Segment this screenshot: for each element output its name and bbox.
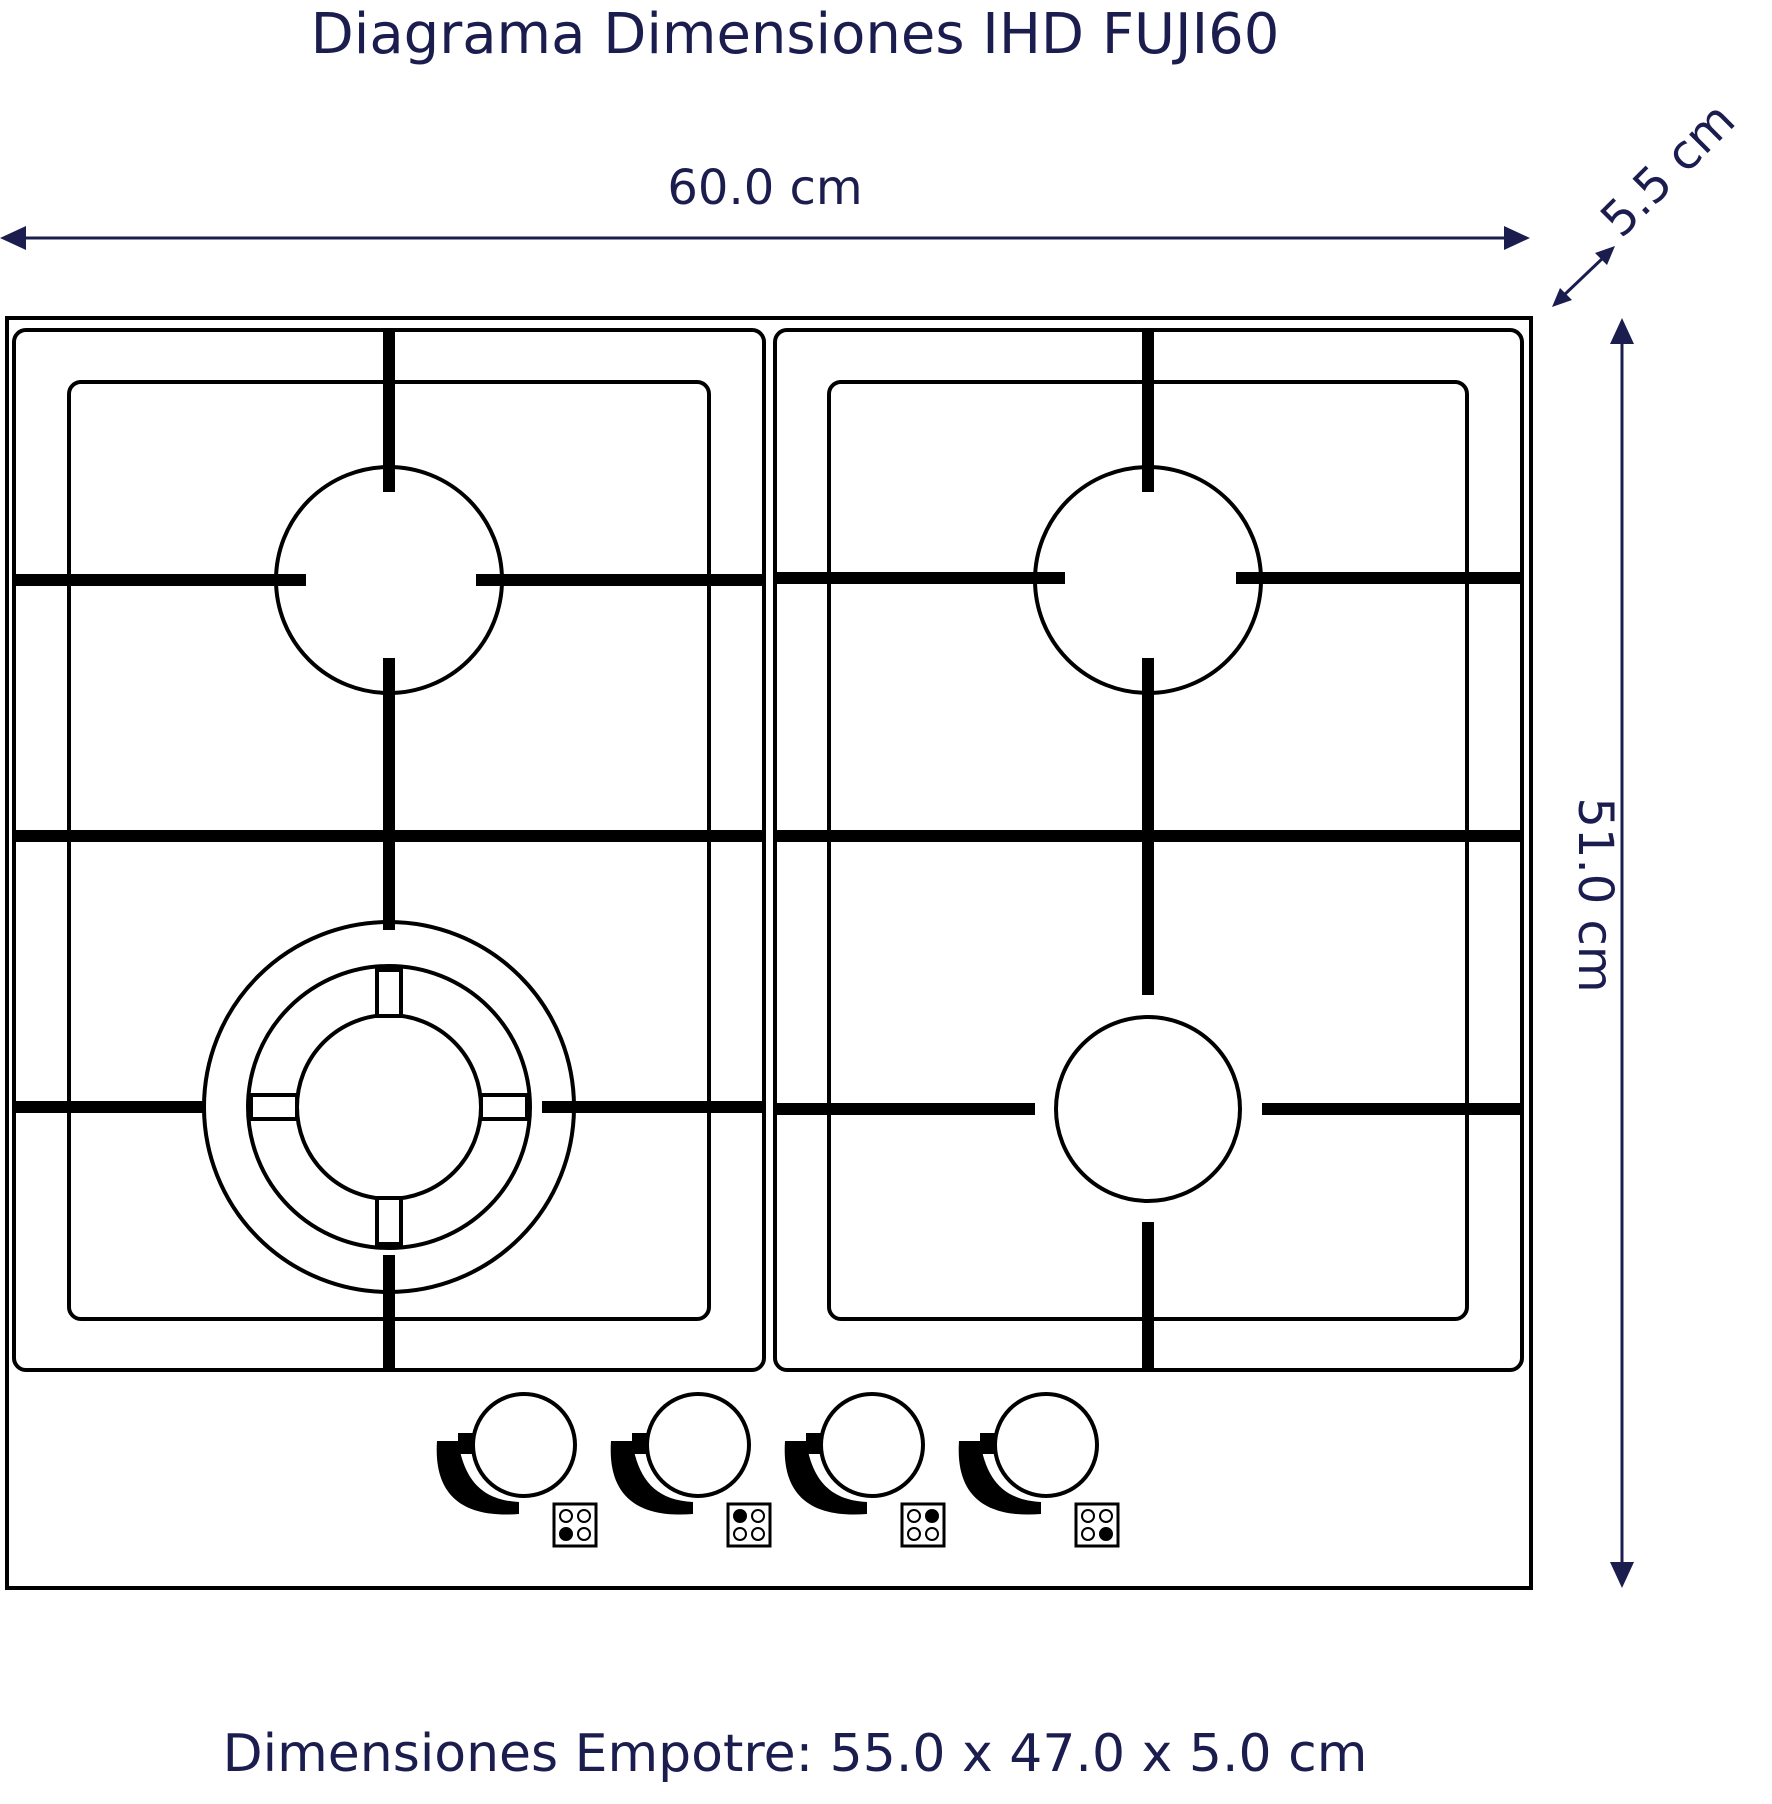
burner-rear-right (1033, 465, 1263, 695)
burner-rear-left (274, 465, 504, 695)
width-dimension-label: 60.0 cm (667, 160, 863, 216)
control-knob-4 (958, 1392, 1099, 1515)
width-arrow (0, 226, 1530, 250)
burner-front-left-wok (202, 920, 576, 1294)
right-grate (773, 328, 1524, 1372)
burner-indicator-icon-1 (552, 1502, 598, 1548)
control-knob-2 (610, 1392, 751, 1515)
control-knob-3 (784, 1392, 925, 1515)
height-arrow (1610, 318, 1634, 1588)
burner-indicator-icon-3 (900, 1502, 946, 1548)
burner-front-right (1054, 1015, 1242, 1203)
diagram-title: Diagrama Dimensiones IHD FUJI60 (310, 2, 1280, 67)
cooktop-outline (5, 316, 1533, 1590)
control-knob-1 (436, 1392, 577, 1515)
installation-dimensions: Dimensiones Empotre: 55.0 x 47.0 x 5.0 c… (222, 1724, 1368, 1784)
depth-arrow (1552, 246, 1615, 307)
burner-indicator-icon-2 (726, 1502, 772, 1548)
burner-indicator-icon-4 (1074, 1502, 1120, 1548)
